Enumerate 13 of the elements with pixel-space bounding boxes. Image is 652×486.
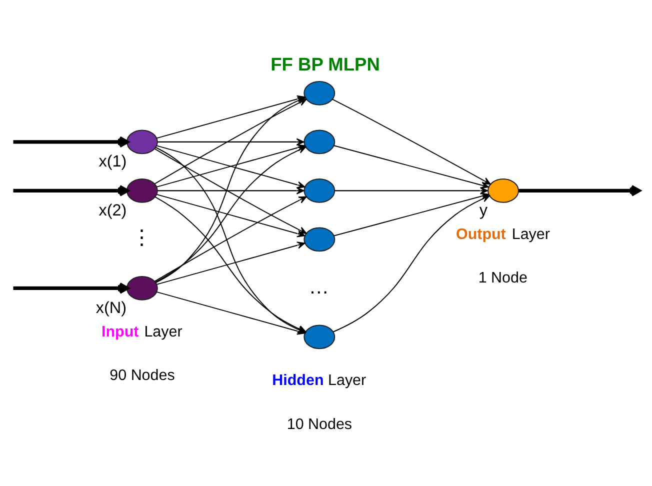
label: Hidden Layer: [272, 372, 366, 389]
label: Input Layer: [102, 322, 182, 340]
label: …: [308, 276, 330, 298]
label: Output Layer: [456, 225, 550, 242]
node-label: x(2): [98, 200, 127, 219]
label: ⋮: [132, 227, 152, 250]
diagram-title: FF BP MLPN: [270, 53, 380, 74]
node-label: y: [479, 200, 488, 219]
label: 10 Nodes: [286, 415, 352, 432]
label: 1 Node: [478, 269, 528, 286]
node-label: x(N): [96, 298, 127, 316]
node-label: x(1): [98, 152, 127, 170]
label: 90 Nodes: [110, 366, 175, 384]
